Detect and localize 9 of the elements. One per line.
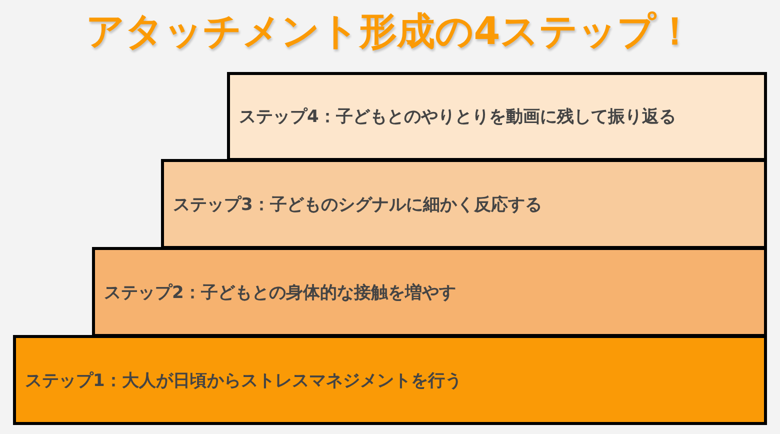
- step-label: ステップ4：子どもとのやりとりを動画に残して振り返る: [238, 106, 676, 128]
- step-label: ステップ3：子どものシグナルに細かく反応する: [172, 194, 542, 216]
- step-box: [227, 72, 767, 161]
- step-label: ステップ2：子どもとの身体的な接触を増やす: [103, 282, 456, 304]
- title: アタッチメント形成の4ステップ！: [86, 9, 694, 53]
- step-box: [92, 247, 767, 337]
- step-box: [13, 335, 767, 425]
- step-label: ステップ1：大人が日頃からストレスマネジメントを行う: [24, 370, 462, 392]
- step-box: [161, 159, 767, 249]
